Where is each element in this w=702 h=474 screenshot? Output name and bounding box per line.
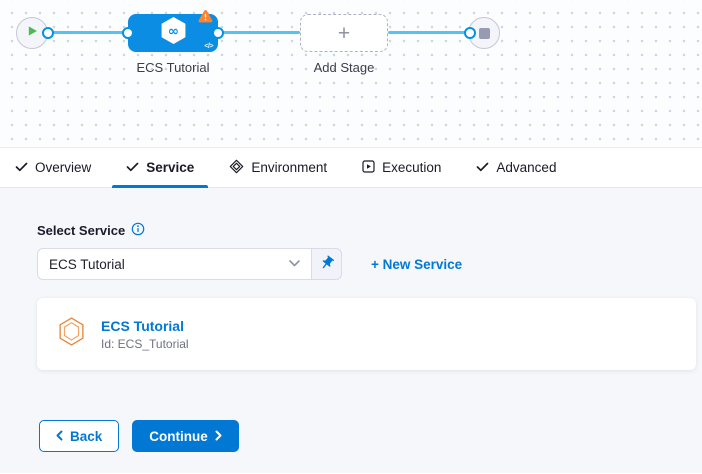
add-stage-button[interactable]: + [300,14,388,52]
stage-node-ecs-tutorial[interactable]: ∞ </> [128,9,218,52]
stage-name-label: ECS Tutorial [136,60,210,75]
code-icon: </> [204,43,213,50]
check-icon [126,160,139,175]
tab-service[interactable]: Service [112,148,209,188]
tab-environment[interactable]: Environment [215,148,341,187]
pipeline-edge [388,31,470,34]
cd-hexagon-infinity-icon: ∞ [160,16,187,50]
tab-advanced[interactable]: Advanced [462,148,570,187]
check-icon [15,160,28,175]
service-select-value: ECS Tutorial [49,256,125,272]
service-card[interactable]: ECS Tutorial Id: ECS_Tutorial [37,298,696,370]
select-service-label: Select Service [37,223,126,238]
stop-icon [478,27,490,39]
pipeline-canvas: ∞ </> ECS Tutorial + Add Stage [0,0,702,148]
chevron-right-icon [215,429,222,444]
tab-execution[interactable]: Execution [348,148,455,187]
pin-icon [319,255,335,274]
new-service-link[interactable]: + New Service [371,256,463,272]
back-button[interactable]: Back [39,420,120,452]
service-card-texts: ECS Tutorial Id: ECS_Tutorial [101,318,189,351]
edge-connector [212,27,224,39]
edge-connector [42,27,54,39]
pin-service-button[interactable] [311,248,342,280]
footer-actions: Back Continue [37,420,702,452]
edge-connector [464,27,476,39]
play-icon [26,24,38,42]
check-icon [476,160,489,175]
service-card-name: ECS Tutorial [101,317,184,334]
edge-connector [122,27,134,39]
service-select-row: ECS Tutorial + New Service [37,248,702,280]
svg-text:∞: ∞ [167,24,178,39]
service-select[interactable]: ECS Tutorial [37,248,312,280]
chevron-left-icon [56,429,63,444]
select-service-label-row: Select Service [37,222,702,239]
service-hexagon-icon [58,316,85,352]
add-stage-label: Add Stage [313,60,375,75]
continue-button[interactable]: Continue [132,420,239,452]
stage-config-tabbar: Overview Service Environment [0,148,702,188]
info-icon[interactable] [131,222,145,239]
execution-icon [362,159,375,176]
chevron-down-icon [288,255,301,273]
plus-icon: + [337,21,351,45]
pipeline-edge [218,31,300,34]
service-card-id: Id: ECS_Tutorial [101,336,189,351]
service-tab-panel: Select Service ECS Tutorial [0,188,702,473]
environment-icon [229,159,244,177]
tab-overview[interactable]: Overview [1,148,105,187]
warning-icon [198,9,213,28]
pipeline-edge [48,31,128,34]
